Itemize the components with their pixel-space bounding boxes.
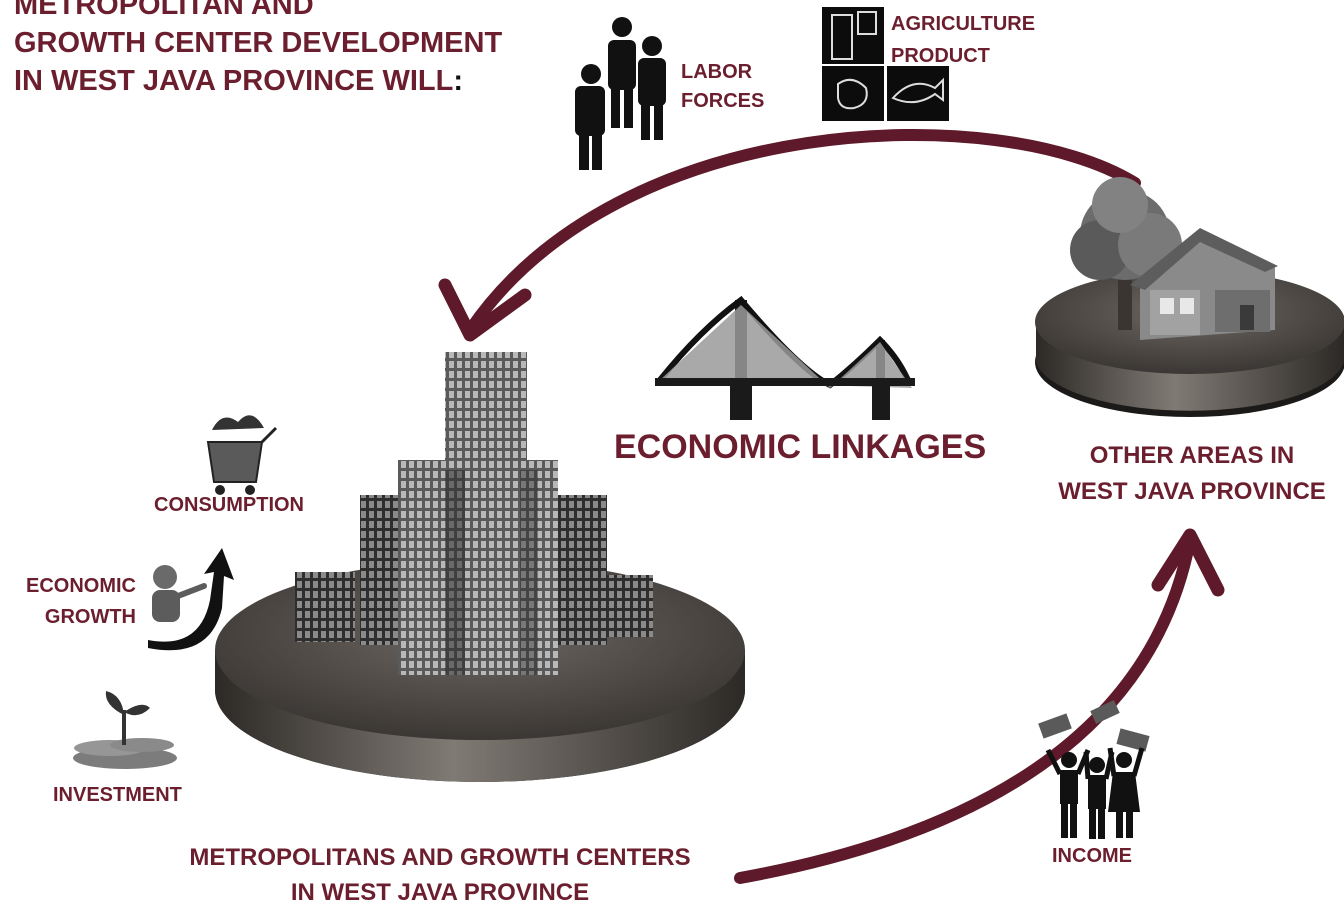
- investment-icon: [73, 691, 177, 769]
- consumption-label: CONSUMPTION: [154, 494, 304, 516]
- title-colon: :: [453, 65, 463, 97]
- agriculture-label-line-2: PRODUCT: [891, 45, 990, 67]
- income-label: INCOME: [1052, 845, 1132, 867]
- economic-growth-label-line-1: ECONOMIC: [26, 575, 136, 597]
- income-icon: [1038, 700, 1150, 839]
- economic-growth-label: ECONOMIC GROWTH: [10, 571, 136, 633]
- tree-icon: [1070, 177, 1182, 330]
- metropolitan-label: METROPOLITANS AND GROWTH CENTERS IN WEST…: [150, 840, 730, 910]
- metropolitan-label-line-1: METROPOLITANS AND GROWTH CENTERS: [189, 844, 691, 871]
- other-areas-label-line-2: WEST JAVA PROVINCE: [1058, 478, 1326, 505]
- diagram-title: METROPOLITAN AND GROWTH CENTER DEVELOPME…: [14, 0, 574, 100]
- other-areas-platform: [1035, 270, 1344, 417]
- other-areas-label-line-1: OTHER AREAS IN: [1089, 442, 1295, 469]
- metropolitan-label-line-2: IN WEST JAVA PROVINCE: [290, 879, 590, 906]
- agriculture-product-label: AGRICULTURE PRODUCT: [891, 8, 1035, 72]
- arrow-labor-agriculture-flow: [438, 129, 1141, 342]
- labor-forces-icon: [575, 17, 666, 170]
- economic-growth-icon: [148, 548, 234, 651]
- title-line-3: IN WEST JAVA PROVINCE WILL:: [14, 62, 574, 100]
- arrow-income-flow: [734, 528, 1225, 884]
- title-line-2: GROWTH CENTER DEVELOPMENT: [14, 27, 503, 59]
- economic-growth-label-line-2: GROWTH: [44, 606, 136, 628]
- investment-label: INVESTMENT: [53, 784, 182, 806]
- labor-forces-label-line-1: LABOR: [681, 61, 753, 83]
- city-buildings-icon: [295, 352, 653, 675]
- house-icon: [1130, 228, 1278, 340]
- economic-linkages-label: ECONOMIC LINKAGES: [614, 428, 987, 466]
- shopping-cart-icon: [206, 415, 278, 495]
- agriculture-product-icon: [822, 7, 949, 121]
- other-areas-label: OTHER AREAS IN WEST JAVA PROVINCE: [1040, 438, 1344, 510]
- labor-forces-label: LABOR FORCES: [681, 58, 764, 116]
- agriculture-label-line-1: AGRICULTURE: [891, 13, 1036, 35]
- title-line-1: METROPOLITAN AND: [14, 0, 314, 21]
- labor-forces-label-line-2: FORCES: [681, 90, 765, 112]
- title-line-3-text: IN WEST JAVA PROVINCE WILL: [14, 65, 454, 97]
- bridge-icon: [655, 295, 915, 420]
